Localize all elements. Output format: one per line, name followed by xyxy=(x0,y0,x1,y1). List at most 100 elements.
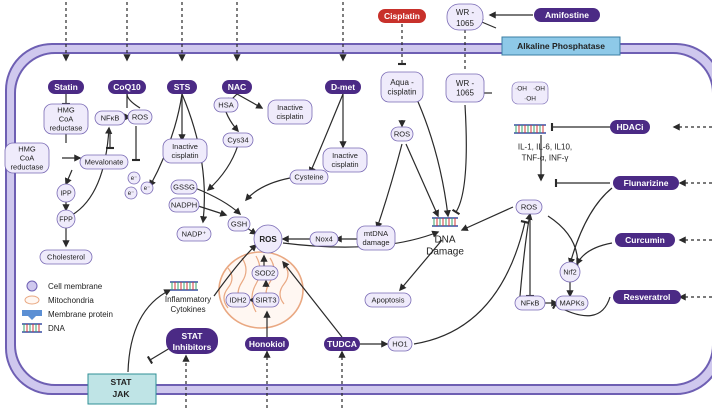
ros-to-mtdna xyxy=(375,143,403,230)
inflam-to-ros xyxy=(213,244,258,297)
stat-jak-2-text: JAK xyxy=(112,389,130,399)
e2-text: e⁻ xyxy=(144,186,151,192)
dmet-text: D-met xyxy=(331,82,355,92)
amifostine-pill xyxy=(534,8,600,22)
stat-inhibitors-2-text: Inhibitors xyxy=(173,342,212,352)
hsa-to-cys34 xyxy=(225,111,239,133)
wr1065-top-2-text: 1065 xyxy=(456,19,474,28)
nfkb-left-text: NFκB xyxy=(101,114,120,123)
alkaline-phosphatase-text: Alkaline Phosphatase xyxy=(517,41,605,51)
e3-node xyxy=(124,186,138,200)
cell-membrane-icon xyxy=(26,280,38,292)
ros-to-dna-right xyxy=(460,206,514,231)
nadph-node xyxy=(168,197,200,213)
nrf2-node xyxy=(559,261,581,283)
aqua-to-dna xyxy=(414,94,451,218)
e1-text: e⁻ xyxy=(131,176,138,182)
hdaci-pill xyxy=(610,120,650,134)
idh2-node xyxy=(225,292,251,308)
nadph-text: NADPH xyxy=(171,201,197,210)
statin-pill xyxy=(48,80,84,94)
statin-text: Statin xyxy=(54,82,78,92)
resveratrol-pill xyxy=(613,290,681,304)
cytokine-list-text: IL-1, IL-6, IL10,TNF-α, INF-γ xyxy=(518,142,572,162)
tudca-text: TUDCA xyxy=(327,339,357,349)
curcumin-to-nrf2 xyxy=(576,242,613,266)
sirt3-text: SIRT3 xyxy=(255,296,276,305)
sirt3-node xyxy=(252,292,280,308)
aqua-text: Aqua -cisplatin xyxy=(388,78,417,97)
nox4-node xyxy=(309,231,339,247)
wr-inhibits-dna xyxy=(451,104,467,216)
curcumin-pill xyxy=(615,233,675,247)
ho1-text: HO1 xyxy=(392,340,407,349)
dna-cytokine-icon xyxy=(514,124,546,134)
cysteine-node xyxy=(289,169,329,185)
mev-to-ipp xyxy=(64,169,73,186)
fpp-to-nfkb xyxy=(71,126,113,216)
mevalonate-node xyxy=(79,154,129,170)
cys34-text: Cys34 xyxy=(227,136,248,145)
flunarizine-pill xyxy=(613,176,679,190)
flunarizine-text: Flunarizine xyxy=(624,178,669,188)
ros-right-node xyxy=(515,199,543,215)
curcumin-text: Curcumin xyxy=(625,235,665,245)
statinh-tee xyxy=(146,347,171,365)
sts-text: STS xyxy=(174,82,191,92)
apoptosis-node xyxy=(364,292,412,308)
mapks-node xyxy=(555,295,589,311)
mtdna-node xyxy=(356,225,396,251)
stat-jak-1-text: STAT xyxy=(111,377,133,387)
dmet-to-cysteine xyxy=(308,93,344,175)
honokiol-pill xyxy=(245,337,289,351)
nox4-text: Nox4 xyxy=(315,235,333,244)
ho1-tee-ros xyxy=(413,220,530,345)
nadp-node xyxy=(176,226,212,242)
gssg-to-gsh xyxy=(194,187,242,215)
hmg1-node xyxy=(43,103,89,135)
mevalonate-text: Mevalonate xyxy=(85,158,124,167)
ros-left-node xyxy=(127,109,153,125)
nfkb-right-node xyxy=(514,295,546,311)
nac-pill xyxy=(222,80,252,94)
ros-aqua-node xyxy=(390,126,414,142)
sts-pill xyxy=(167,80,197,94)
stat-jak-protein xyxy=(87,373,157,405)
nrf2-text: Nrf2 xyxy=(563,269,576,276)
cisplatin-text: Cisplatin xyxy=(384,11,420,21)
sod2-node xyxy=(251,265,279,281)
dna-legend-icon xyxy=(22,323,42,333)
gsh-text: GSH xyxy=(231,220,247,229)
amifostine-text: Amifostine xyxy=(545,10,589,20)
alkaline-phosphatase-protein xyxy=(501,36,621,56)
hdaci-text: HDACi xyxy=(617,122,644,132)
legend-3-text: DNA xyxy=(48,324,66,333)
idh2-text: IDH2 xyxy=(229,296,246,305)
tudca-to-ros xyxy=(282,260,343,338)
ros-to-dna xyxy=(405,143,439,218)
wr1065-top-node xyxy=(446,3,484,31)
flunarizine-to-nrf2 xyxy=(568,187,613,266)
coq10-pill xyxy=(108,80,146,94)
dmet-pill xyxy=(325,80,361,94)
fpp-text: FPP xyxy=(59,216,73,223)
wr1065-top-1-text: WR - xyxy=(456,8,475,17)
dna-inflammatory-icon xyxy=(170,281,198,291)
coq10-link xyxy=(126,93,141,109)
e2-node xyxy=(140,181,154,195)
inactive-cis-nac-node xyxy=(267,99,313,125)
nac-to-inactive xyxy=(236,93,264,109)
oh-3-text: ·OH xyxy=(524,95,536,102)
nadph-to-gsh xyxy=(194,204,228,217)
membrane-protein-icon xyxy=(22,310,42,320)
mitochondria-icon xyxy=(24,295,40,305)
ho1-node xyxy=(387,336,413,352)
mapks-text: MAPKs xyxy=(559,299,584,308)
cholesterol-node xyxy=(39,249,93,265)
